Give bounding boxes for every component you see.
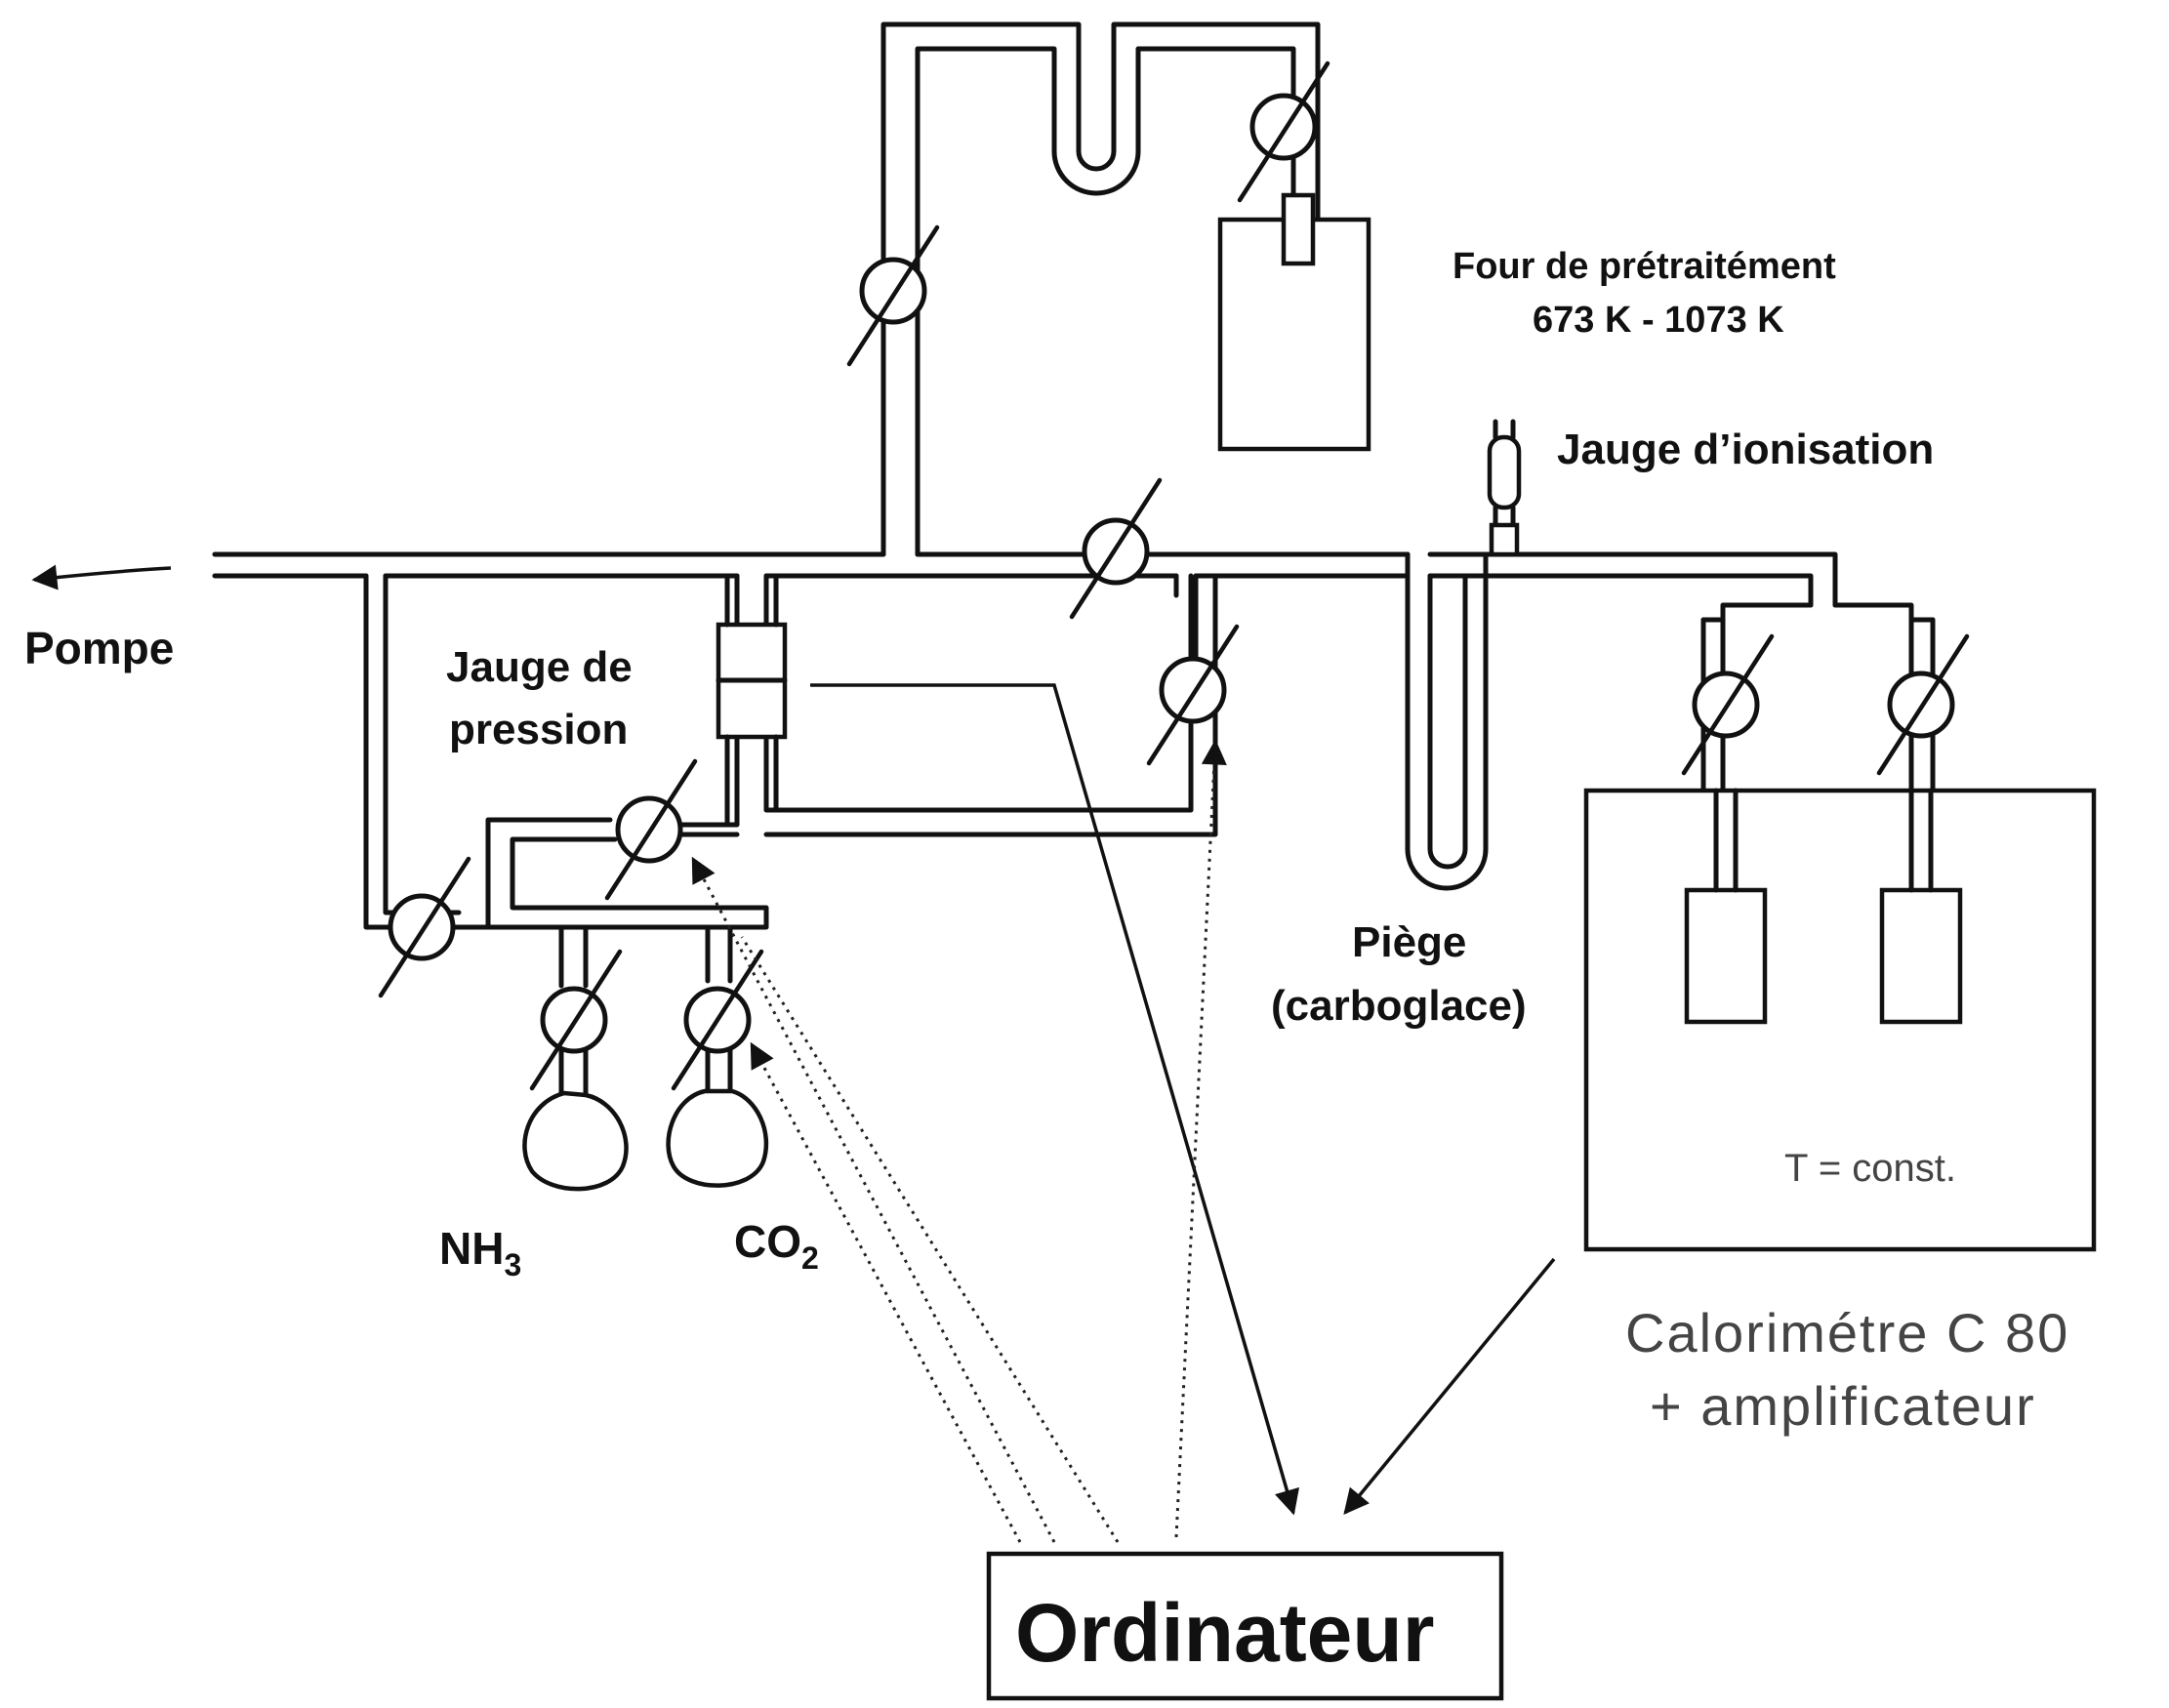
nh3-label: NH3 [439, 1223, 521, 1282]
co2-label: CO2 [734, 1216, 819, 1276]
valve-top-left[interactable] [846, 224, 940, 367]
calorimeter-label-2: + amplificateur [1650, 1375, 2036, 1437]
valve-left-loop[interactable] [378, 856, 471, 998]
trap-label-2: (carboglace) [1271, 982, 1527, 1030]
signal-lines [691, 683, 1556, 1543]
trap-label-1: Piège [1352, 918, 1466, 966]
valve-cell-right[interactable] [1876, 633, 1970, 776]
valve-manifold[interactable] [1069, 477, 1163, 620]
valve-nh3[interactable] [529, 949, 623, 1091]
oven-sample-tube [1281, 192, 1316, 266]
ionization-gauge [1487, 419, 1522, 557]
calorimeter-enclosure [1583, 788, 2097, 1252]
valve-dosing[interactable] [604, 758, 698, 901]
computer-label: Ordinateur [1015, 1587, 1434, 1679]
calorimeter-cell-left [1684, 887, 1768, 1025]
valve-co2[interactable] [671, 949, 764, 1091]
pressure-gauge-label-2: pression [449, 706, 628, 753]
computer-box [986, 1551, 1504, 1701]
calorimeter-branch [1583, 602, 2097, 1252]
ion-gauge-label: Jauge d’ionisation [1557, 426, 1934, 473]
oven-label-1: Four de prétraitément [1453, 246, 1836, 287]
calorimeter-cell-right [1879, 887, 1963, 1025]
pump-arrow [31, 564, 172, 590]
pump-label: Pompe [24, 623, 174, 673]
valve-cell-left[interactable] [1681, 633, 1775, 776]
cold-trap [1405, 551, 1489, 891]
oven-branch [880, 21, 1371, 557]
pressure-gauge-label-1: Jauge de [446, 643, 633, 691]
nh3-bulb [522, 1090, 629, 1192]
co2-bulb [666, 1088, 769, 1188]
valve-gauge-loop[interactable] [1146, 624, 1240, 766]
valve-oven[interactable] [1237, 61, 1330, 203]
oven-label-2: 673 K - 1073 K [1533, 300, 1784, 341]
temperature-label: T = const. [1784, 1147, 1956, 1190]
calorimeter-label-1: Calorimétre C 80 [1625, 1302, 2069, 1363]
main-manifold [212, 551, 1838, 608]
